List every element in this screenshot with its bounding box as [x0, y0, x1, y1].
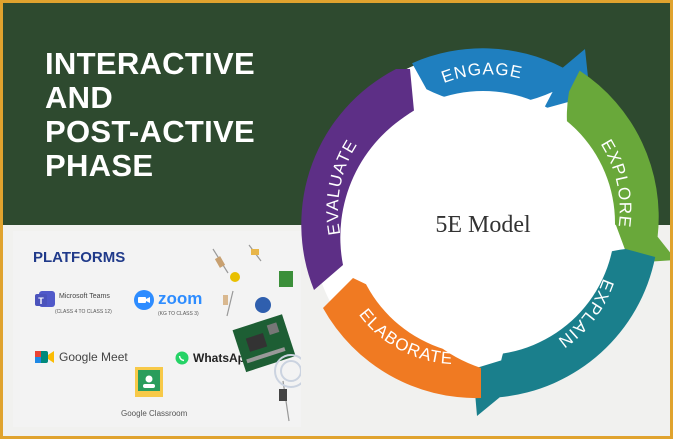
elaborate-segment — [323, 278, 481, 399]
center-label: 5E Model — [435, 212, 531, 238]
platforms-heading: PLATFORMS — [33, 249, 126, 266]
slide-title: INTERACTIVE AND POST-ACTIVE PHASE — [45, 47, 255, 183]
title-line-1: INTERACTIVE — [45, 46, 255, 81]
platforms-image: PLATFORMS T Microsoft Teams (CLASS 4 TO … — [13, 231, 301, 427]
google-classroom-icon — [135, 367, 163, 397]
electronic-components-image — [212, 244, 301, 422]
five-e-cycle-diagram: 5E Model ENGAGE EXPLORE EXPLAIN ELABORAT… — [301, 48, 670, 416]
zoom-note: (KG TO CLASS 3) — [158, 311, 199, 317]
center-circle — [351, 91, 615, 355]
engage-segment — [412, 48, 590, 109]
title-line-3: POST-ACTIVE — [45, 114, 255, 149]
evaluate-segment — [301, 69, 414, 290]
teams-note: (CLASS 4 TO CLASS 12) — [55, 309, 112, 315]
whatsapp-label: WhatsApp — [193, 351, 253, 365]
whatsapp-icon — [175, 351, 189, 365]
svg-text:T: T — [38, 296, 44, 306]
google-meet-label: Google Meet — [59, 350, 128, 364]
teams-label: Microsoft Teams — [59, 293, 110, 300]
explain-segment — [473, 249, 656, 416]
title-line-4: PHASE — [45, 148, 154, 183]
title-line-2: AND — [45, 80, 114, 115]
zoom-icon — [134, 290, 154, 310]
microsoft-teams-icon: T — [35, 291, 55, 307]
explore-segment — [566, 70, 670, 263]
google-meet-icon — [35, 351, 54, 363]
zoom-label: zoom — [158, 289, 203, 308]
google-classroom-label: Google Classroom — [121, 409, 188, 418]
